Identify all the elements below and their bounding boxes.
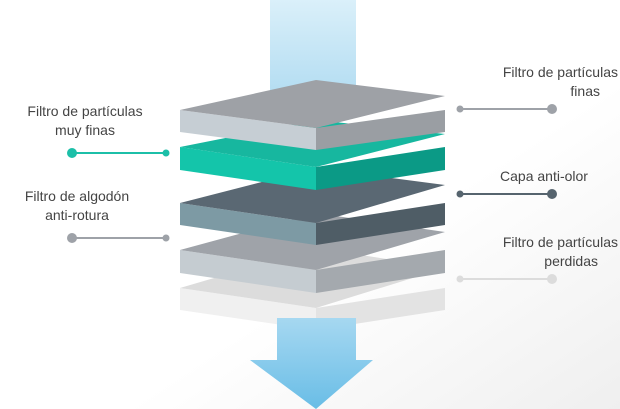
label-line: perdidas: [544, 253, 598, 269]
label-fine-particles: Filtro de partículas finas: [470, 63, 618, 101]
label-very-fine-particles: Filtro de partículas muy finas: [2, 102, 168, 140]
label-anti-break-cotton: Filtro de algodón anti-rotura: [2, 187, 152, 225]
label-lost-particles: Filtro de partículas perdidas: [470, 233, 618, 271]
arrow-down-icon: [250, 318, 373, 409]
label-anti-odor: Capa anti-olor: [470, 167, 618, 186]
label-line: Filtro de partículas: [502, 234, 618, 250]
label-line: anti-rotura: [45, 207, 109, 223]
label-line: Filtro de partículas: [502, 64, 618, 80]
label-line: finas: [570, 83, 600, 99]
label-line: Capa anti-olor: [500, 168, 588, 184]
connector-right-3: [456, 274, 557, 284]
label-line: muy finas: [55, 122, 115, 138]
layer-anti-odor: [180, 168, 445, 245]
connector-left-2: [67, 233, 170, 243]
label-line: Filtro de partículas: [27, 103, 143, 119]
connector-left-1: [67, 148, 170, 158]
label-line: Filtro de algodón: [24, 188, 130, 204]
layer-fine-particles: [180, 80, 445, 150]
connector-right-2: [456, 189, 557, 199]
connector-right-1: [456, 104, 557, 114]
